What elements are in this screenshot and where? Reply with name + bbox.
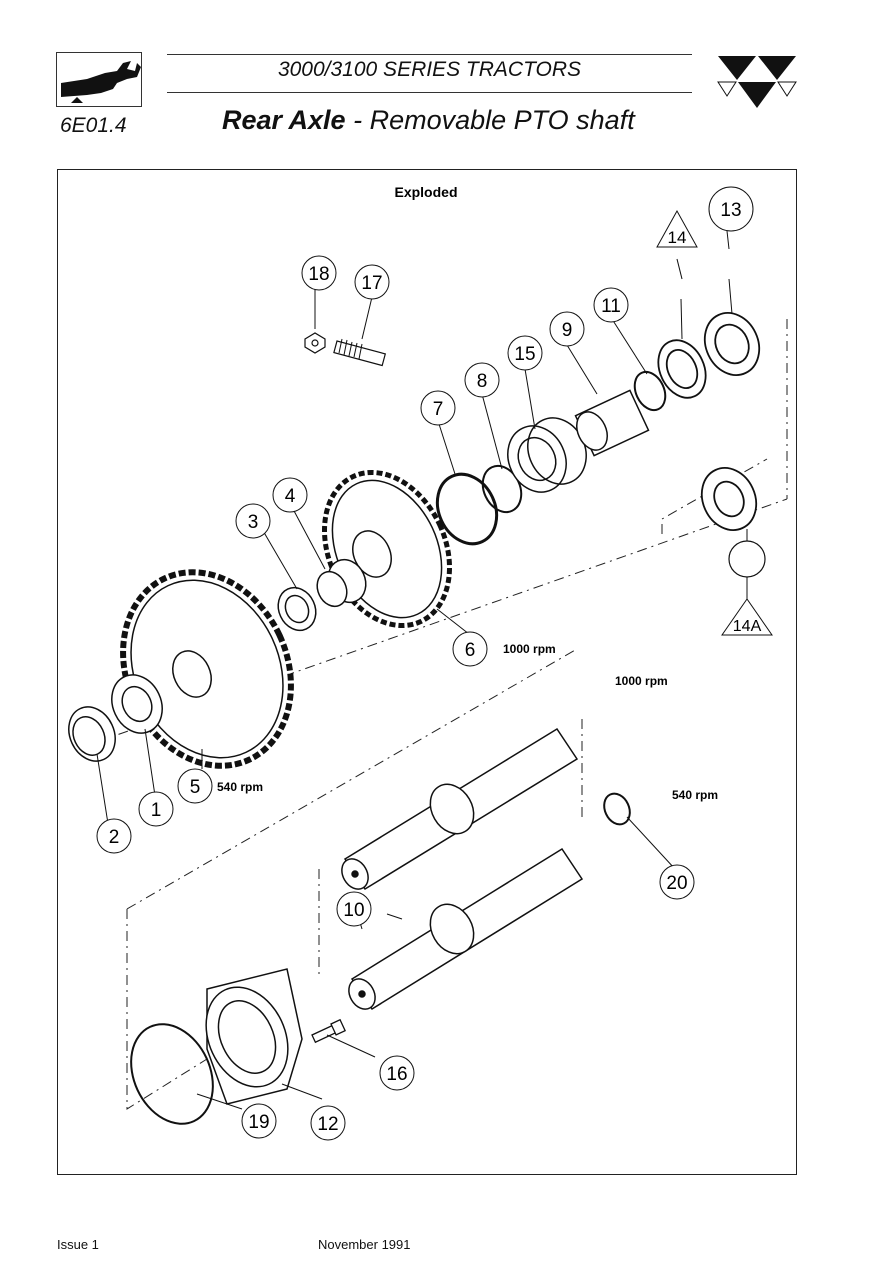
callout-18: 18 <box>301 255 337 291</box>
pto-shaft-1000 <box>348 847 584 1011</box>
callout-14a: 14A <box>721 598 773 636</box>
speed-label-shaft-1000: 1000 rpm <box>615 674 668 688</box>
speed-label-gear-1000: 1000 rpm <box>503 642 556 656</box>
svg-text:19: 19 <box>248 1112 269 1133</box>
bearing-1-nut-2 <box>68 674 163 762</box>
leader-lines <box>96 230 748 1110</box>
circlip-7 <box>435 472 499 546</box>
svg-text:7: 7 <box>433 399 444 420</box>
callout-9: 9 <box>549 311 585 347</box>
header-rule-bottom <box>167 92 692 93</box>
svg-text:13: 13 <box>720 200 741 221</box>
view-label: Exploded <box>394 184 457 200</box>
brand-logo <box>716 52 798 112</box>
bolt-17-18 <box>304 332 387 367</box>
svg-text:8: 8 <box>477 371 488 392</box>
diagram-frame <box>57 169 797 1175</box>
page-title-rest: - Removable PTO shaft <box>345 105 635 135</box>
svg-text:17: 17 <box>361 273 382 294</box>
callout-3: 3 <box>235 503 271 539</box>
workshop-logo <box>56 52 142 107</box>
spacers-3-4 <box>277 558 367 632</box>
seal-14a-detail <box>728 540 766 578</box>
callout-5: 5 <box>177 768 213 804</box>
callout-13: 13 <box>708 186 754 232</box>
pto-shaft-540 <box>341 727 579 891</box>
callout-16: 16 <box>379 1055 415 1091</box>
svg-text:9: 9 <box>562 320 573 341</box>
svg-text:12: 12 <box>317 1114 338 1135</box>
wrench-hand-icon <box>61 61 141 103</box>
svg-text:6: 6 <box>465 640 476 661</box>
triple-triangle-icon <box>717 56 797 108</box>
callout-15: 15 <box>507 335 543 371</box>
o-ring-19 <box>130 1023 214 1125</box>
callout-19: 19 <box>241 1103 277 1139</box>
svg-text:15: 15 <box>514 344 535 365</box>
header-rule-top <box>167 54 692 55</box>
callout-20: 20 <box>659 864 695 900</box>
svg-text:4: 4 <box>285 486 296 507</box>
speed-label-shaft-540: 540 rpm <box>672 788 718 802</box>
page-title-bold: Rear Axle <box>222 105 346 135</box>
svg-text:1: 1 <box>151 800 162 821</box>
callout-11: 11 <box>593 287 629 323</box>
callout-6: 6 <box>452 631 488 667</box>
callout-4: 4 <box>272 477 308 513</box>
footer-issue: Issue 1 <box>57 1237 99 1252</box>
callout-8: 8 <box>464 362 500 398</box>
callout-10: 10 <box>336 891 372 927</box>
bearing-13-14 <box>657 312 761 531</box>
callout-7: 7 <box>420 390 456 426</box>
series-title: 3000/3100 SERIES TRACTORS <box>277 58 582 81</box>
svg-text:20: 20 <box>666 873 687 894</box>
coupling-9 <box>574 389 650 457</box>
svg-text:18: 18 <box>308 264 329 285</box>
bolt-16 <box>311 1018 346 1044</box>
axis-centerline-lower <box>126 648 578 910</box>
footer-date: November 1991 <box>318 1237 411 1252</box>
callout-1: 1 <box>138 791 174 827</box>
speed-label-gear-540: 540 rpm <box>217 780 263 794</box>
svg-text:14A: 14A <box>733 618 762 635</box>
svg-text:3: 3 <box>248 512 259 533</box>
svg-text:16: 16 <box>386 1064 407 1085</box>
exploded-diagram: Exploded <box>68 184 788 1141</box>
svg-text:5: 5 <box>190 777 201 798</box>
housing-12 <box>205 968 303 1105</box>
page-title: Rear Axle - Removable PTO shaft <box>222 105 635 136</box>
ring-11 <box>633 370 667 412</box>
leader-bracket-left <box>126 909 208 1110</box>
svg-text:14: 14 <box>668 228 687 247</box>
gear-5 <box>120 569 294 769</box>
svg-text:2: 2 <box>109 827 120 848</box>
svg-text:11: 11 <box>601 296 621 317</box>
callout-2: 2 <box>96 818 132 854</box>
callout-12: 12 <box>310 1105 346 1141</box>
clip-20 <box>603 792 631 826</box>
callout-14: 14 <box>656 209 698 248</box>
svg-text:10: 10 <box>343 900 364 921</box>
page-code: 6E01.4 <box>60 114 127 137</box>
callout-17: 17 <box>354 264 390 300</box>
